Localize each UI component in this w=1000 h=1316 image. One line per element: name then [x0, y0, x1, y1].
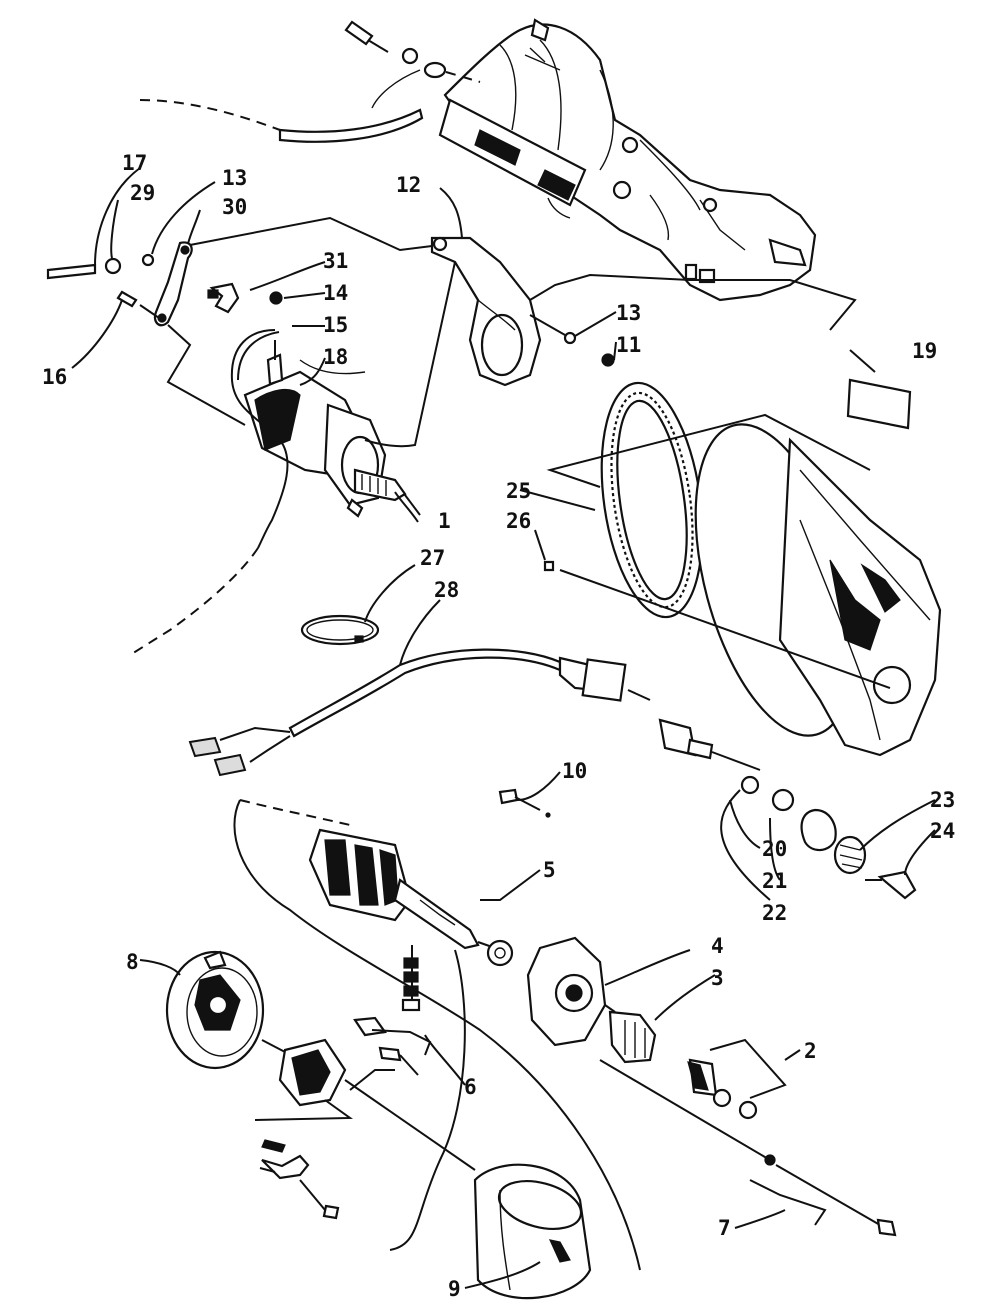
callout-9: 9 — [448, 1277, 461, 1301]
callout-10: 10 — [562, 759, 587, 783]
callout-11: 11 — [616, 333, 641, 357]
callout-12: 12 — [396, 173, 421, 197]
decal-plate — [846, 378, 912, 430]
callout-15: 15 — [323, 313, 348, 337]
retaining-ring — [300, 614, 380, 646]
flywheel-drive-clutch — [694, 423, 942, 757]
sensor-hardware — [740, 775, 917, 900]
clip-and-nut — [207, 282, 283, 314]
brush-holder — [254, 1038, 476, 1171]
armature — [308, 828, 496, 950]
callout-30: 30 — [222, 195, 247, 219]
assembly-path-line — [129, 547, 259, 656]
brush-plate — [349, 1016, 432, 1091]
link-arm-assembly — [46, 241, 246, 426]
callout-4: 4 — [711, 934, 724, 958]
field-frame — [473, 1163, 592, 1300]
callout-20: 20 — [762, 837, 787, 861]
starter-motor-assembly — [230, 261, 456, 549]
thrust-washer-hole — [494, 947, 506, 959]
drive-end-housing — [526, 936, 616, 1047]
ring-gear — [600, 381, 704, 619]
callout-31: 31 — [323, 249, 348, 273]
decal-leader — [546, 413, 871, 488]
small-screw — [543, 560, 555, 572]
callout-13-upper: 13 — [222, 166, 247, 190]
callout-22: 22 — [762, 901, 787, 925]
callout-1: 1 — [438, 509, 451, 533]
callout-3: 3 — [711, 966, 724, 990]
callout-24: 24 — [930, 819, 955, 843]
callout-26: 26 — [506, 509, 531, 533]
callout-16: 16 — [42, 365, 67, 389]
battery-cable — [139, 99, 424, 143]
thrust-washer — [486, 939, 514, 967]
brush-set — [259, 1139, 340, 1220]
washer-nut-hardware — [529, 273, 857, 367]
neutral-switch — [658, 718, 761, 771]
callout-23: 23 — [930, 788, 955, 812]
leader-lines — [71, 167, 936, 1289]
callout-labels: 17 29 13 30 12 31 14 15 18 16 13 11 19 1… — [42, 151, 955, 1301]
pinion-spring-nut — [687, 1038, 787, 1120]
mounting-bracket — [189, 216, 542, 387]
brush-spring-stack — [401, 945, 421, 1012]
through-bolt — [599, 1059, 897, 1237]
callout-17: 17 — [122, 151, 147, 175]
callout-6: 6 — [464, 1075, 477, 1099]
callout-5: 5 — [543, 858, 556, 882]
bolt-10 — [498, 788, 551, 818]
armature-path-line — [239, 799, 351, 826]
callout-7: 7 — [718, 1216, 731, 1240]
gear-axis-line — [559, 569, 891, 689]
callout-14: 14 — [323, 281, 348, 305]
frame-outline-curve — [389, 949, 466, 1251]
callout-25: 25 — [506, 479, 531, 503]
drive-pinion — [608, 1010, 657, 1064]
callout-18: 18 — [323, 345, 348, 369]
callout-13-lower: 13 — [616, 301, 641, 325]
callout-21: 21 — [762, 869, 787, 893]
callout-27: 27 — [420, 546, 445, 570]
commutator-end-frame — [165, 950, 265, 1070]
callout-19: 19 — [912, 339, 937, 363]
wiring-harness — [188, 648, 651, 777]
callout-8: 8 — [126, 950, 139, 974]
callout-2: 2 — [804, 1039, 817, 1063]
engine-block — [438, 18, 817, 302]
callout-28: 28 — [434, 578, 459, 602]
ground-bolt — [344, 20, 481, 109]
callout-29: 29 — [130, 181, 155, 205]
